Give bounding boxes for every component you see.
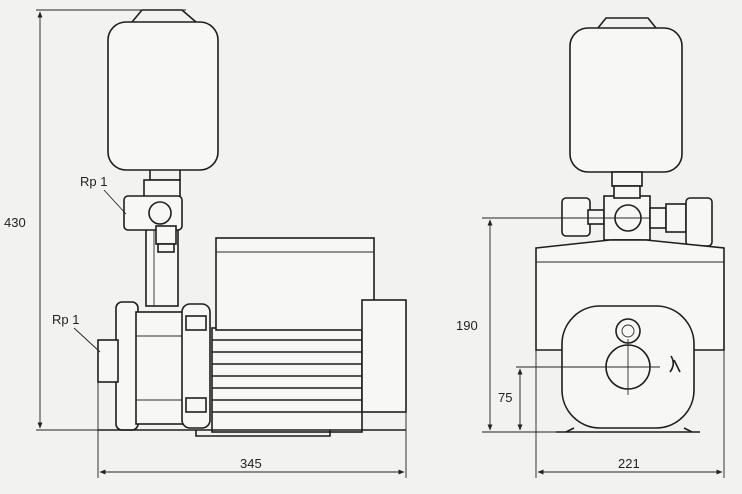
height-outlet-dimension: 190 [456, 217, 604, 433]
height-total-label: 430 [4, 215, 26, 230]
height-inlet-label: 75 [498, 390, 512, 405]
height-total-dimension: 430 [4, 9, 186, 431]
side-base [98, 429, 406, 437]
side-pump-housing [97, 301, 211, 431]
side-motor [211, 237, 407, 433]
width-label: 221 [618, 456, 640, 471]
outlet-leader-line [103, 189, 127, 215]
side-view: Rp 1 Rp 1 430 345 [4, 9, 407, 478]
front-feet [556, 427, 700, 433]
side-outlet-fitting [123, 195, 183, 253]
front-view: 190 75 221 [456, 17, 725, 478]
brand-logo-mark [669, 355, 681, 373]
front-pump-face [561, 305, 695, 429]
front-pressure-tank [569, 17, 683, 187]
length-dimension: 345 [97, 382, 407, 478]
width-dimension: 221 [535, 350, 725, 478]
height-inlet-dimension: 75 [498, 366, 606, 431]
height-outlet-label: 190 [456, 318, 478, 333]
inlet-connection-label: Rp 1 [52, 312, 79, 327]
inlet-leader-line [73, 327, 101, 353]
side-pressure-tank [107, 9, 219, 181]
outlet-connection-label: Rp 1 [80, 174, 107, 189]
length-label: 345 [240, 456, 262, 471]
